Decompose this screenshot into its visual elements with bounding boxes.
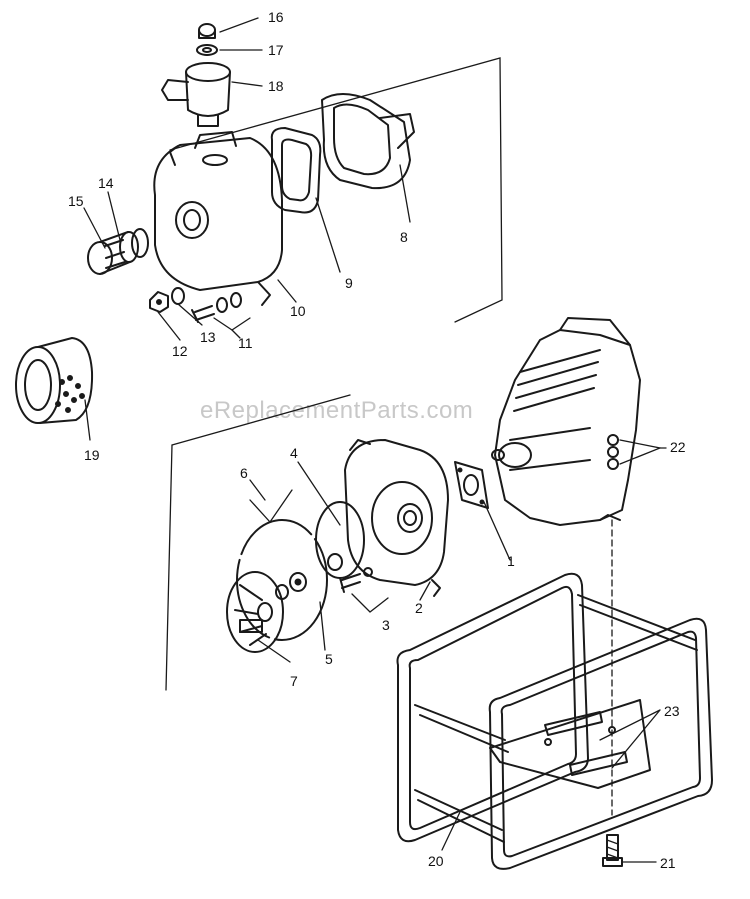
engine-block	[491, 317, 641, 526]
callout-labels: 16 17 18 14 15 8 9 10 11 12 13 19 22 4 6…	[68, 9, 686, 871]
callout-18: 18	[268, 78, 284, 94]
assembly-guide-lines	[165, 57, 613, 816]
part-8-guard-cover	[321, 93, 415, 190]
part-15-hose-coupling	[87, 231, 139, 275]
part-6-seal	[249, 489, 307, 600]
part-9-gasket	[270, 127, 322, 214]
callout-9: 9	[345, 275, 353, 291]
callout-8: 8	[400, 229, 408, 245]
part-19-strainer	[15, 337, 94, 424]
callout-12: 12	[172, 343, 188, 359]
part-17-washer	[196, 44, 218, 56]
part-3-bolts	[327, 553, 389, 613]
part-12-nut	[149, 291, 169, 313]
part-21-bolt	[602, 834, 623, 867]
callout-21: 21	[660, 855, 676, 871]
callout-5: 5	[325, 651, 333, 667]
callout-6: 6	[240, 465, 248, 481]
callout-3: 3	[382, 617, 390, 633]
callout-2: 2	[415, 600, 423, 616]
callout-11: 11	[238, 335, 253, 351]
leader-lines	[83, 17, 667, 863]
callout-15: 15	[68, 193, 84, 209]
callout-4: 4	[290, 445, 298, 461]
callout-14: 14	[98, 175, 114, 191]
part-22-engine-fasteners	[607, 434, 619, 470]
callout-19: 19	[84, 447, 100, 463]
callout-22: 22	[670, 439, 686, 455]
part-10-pump-housing	[153, 131, 283, 306]
part-20-frame	[396, 572, 713, 870]
callout-23: 23	[664, 703, 680, 719]
callout-20: 20	[428, 853, 444, 869]
callout-10: 10	[290, 303, 306, 319]
callout-13: 13	[200, 329, 216, 345]
callout-17: 17	[268, 42, 284, 58]
callout-1: 1	[507, 553, 515, 569]
part-14-o-ring	[131, 228, 149, 258]
callout-16: 16	[268, 9, 284, 25]
callout-7: 7	[290, 673, 298, 689]
watermark-text: eReplacementParts.com	[200, 397, 473, 424]
part-7-impeller	[226, 571, 284, 653]
part-13-washer	[171, 287, 185, 305]
part-16-plug	[198, 23, 216, 39]
part-1-gasket	[454, 461, 489, 509]
part-18-elbow-fitting	[161, 62, 231, 127]
